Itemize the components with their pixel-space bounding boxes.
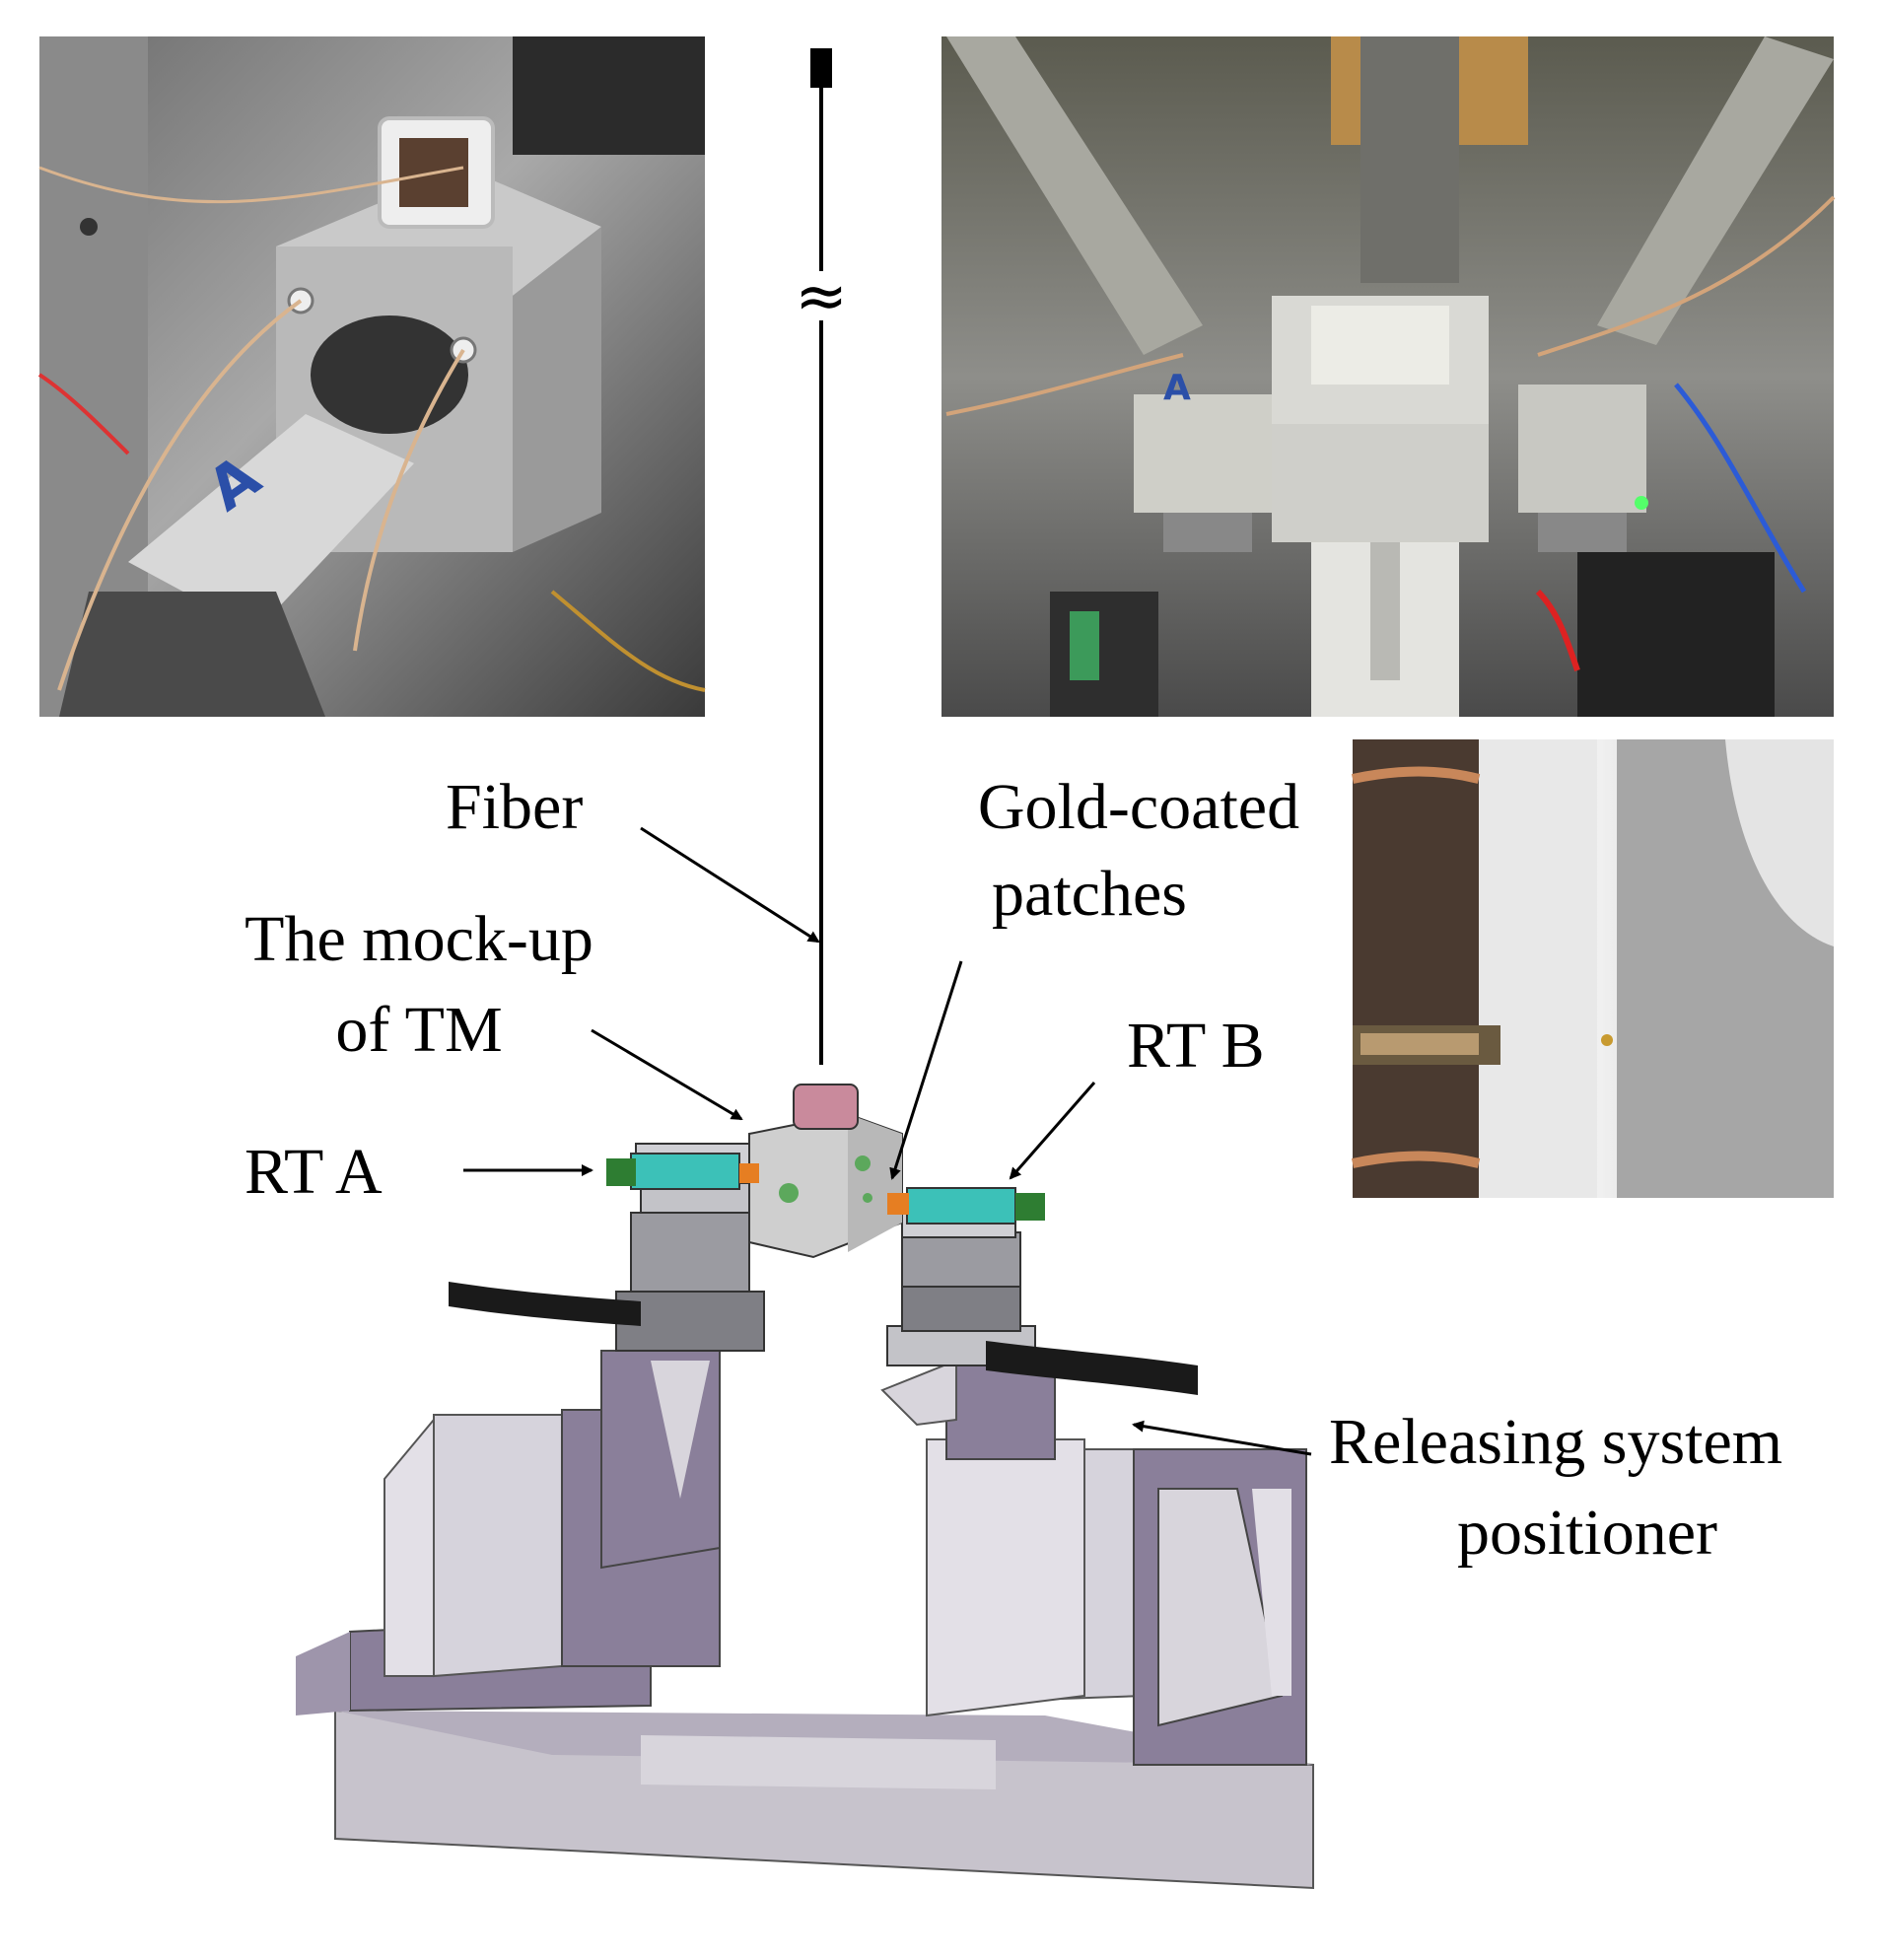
arrow-release	[1132, 1420, 1312, 1456]
photo-closeup-rt-a: A	[37, 36, 706, 717]
arrow-gold	[889, 960, 963, 1180]
break-marker: ≈	[795, 260, 848, 333]
label-gold-coated-line2: patches	[992, 858, 1187, 930]
arrow-fiber	[640, 826, 820, 944]
label-gold-coated-line1: Gold-coated	[977, 771, 1300, 843]
label-tm-line2: of TM	[335, 994, 503, 1066]
arrow-tm	[591, 1028, 743, 1121]
annotation-arrows	[463, 826, 1312, 1456]
svg-text:A: A	[1163, 368, 1191, 408]
cad-releasing-system	[296, 1084, 1314, 1890]
photo-closeup-tip	[1351, 739, 1834, 1198]
label-releasing-line1: Releasing system	[1329, 1406, 1783, 1478]
label-rt-a: RT A	[244, 1136, 383, 1208]
label-tm-line1: The mock-up	[244, 903, 593, 975]
arrow-rt-b	[1009, 1082, 1096, 1180]
label-releasing-line2: positioner	[1457, 1497, 1717, 1569]
label-rt-b: RT B	[1127, 1010, 1265, 1082]
photo-top-view-setup: A	[942, 36, 1836, 717]
break-symbol: ≈	[795, 260, 848, 333]
label-fiber: Fiber	[446, 771, 584, 843]
fiber-line	[810, 48, 832, 1065]
